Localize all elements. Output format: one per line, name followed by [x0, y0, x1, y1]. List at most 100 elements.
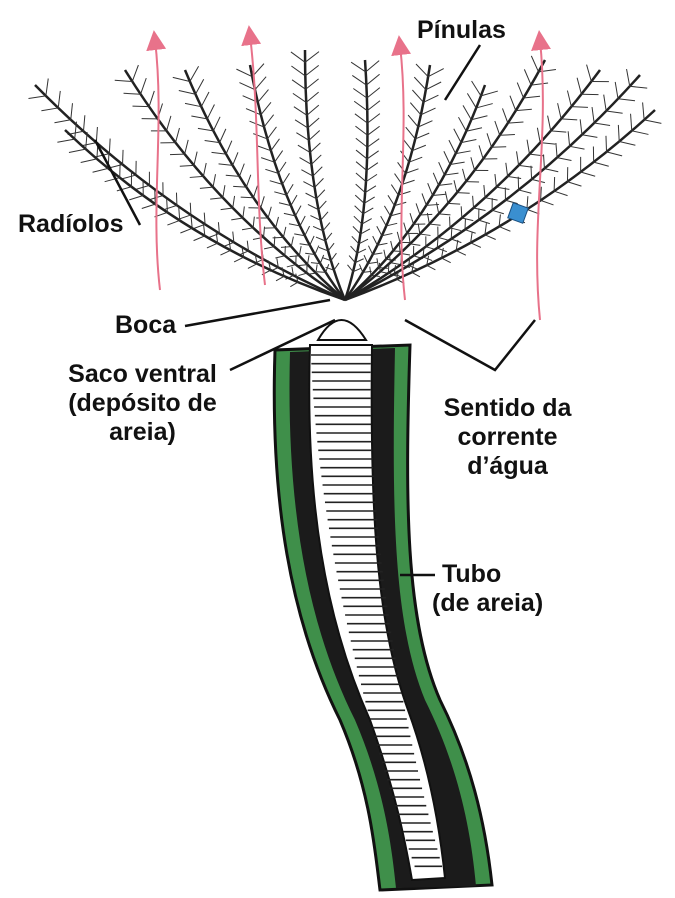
- pinnule: [470, 231, 473, 243]
- pinnule: [276, 258, 279, 268]
- pinnule: [421, 193, 427, 206]
- pinnule: [420, 213, 433, 216]
- pinnule: [304, 225, 311, 236]
- pinnule: [486, 133, 493, 148]
- label-line: d’água: [467, 452, 548, 480]
- pinnule: [231, 217, 243, 221]
- pinnule: [352, 75, 367, 86]
- pinnule: [367, 261, 378, 265]
- pinnule: [415, 203, 421, 216]
- pinnule: [642, 102, 645, 120]
- pinnule: [547, 115, 552, 131]
- pinnule: [290, 236, 294, 247]
- pinnule: [242, 206, 245, 219]
- pinnule: [263, 114, 275, 128]
- pinnule: [372, 235, 378, 246]
- pinnule: [366, 100, 381, 112]
- pinnule: [166, 115, 172, 132]
- pinnule: [218, 163, 233, 166]
- pinnule: [466, 93, 477, 109]
- pinnule: [484, 223, 487, 235]
- pinnule: [367, 113, 381, 124]
- pinnule: [311, 154, 322, 165]
- pinnule: [203, 212, 206, 225]
- pinnule: [264, 246, 275, 250]
- pinnule: [315, 264, 318, 274]
- pinnule: [372, 252, 383, 256]
- pinnule: [644, 119, 662, 124]
- pinnule: [236, 68, 253, 78]
- label-saco-ventral: Saco ventral (depósito de areia): [50, 360, 235, 447]
- pinnule: [437, 247, 448, 253]
- pinnule: [409, 102, 422, 116]
- label-line: Saco ventral: [68, 360, 217, 388]
- pinnule: [322, 257, 332, 262]
- pinnule: [362, 207, 374, 215]
- pinnule: [228, 239, 232, 251]
- pinnule: [365, 60, 380, 73]
- pinnule: [363, 196, 375, 204]
- pinnule: [281, 173, 290, 185]
- pinnule: [278, 202, 291, 207]
- pinnule: [516, 82, 524, 99]
- pinnule: [456, 192, 470, 194]
- pinnule: [294, 233, 305, 237]
- pinnule: [429, 223, 441, 226]
- pinnule: [398, 190, 411, 196]
- pinnule: [232, 195, 236, 209]
- label-radiolos: Radíolos: [18, 210, 124, 238]
- pinnule: [305, 192, 317, 200]
- pinnule: [318, 246, 329, 252]
- pinnule: [291, 266, 294, 276]
- pinnule: [366, 73, 380, 86]
- pinnule: [448, 139, 457, 154]
- pinnule: [591, 107, 595, 124]
- pinnule: [356, 248, 367, 254]
- pinnule: [484, 197, 498, 201]
- pinnule: [212, 174, 216, 188]
- pinnule: [473, 207, 486, 211]
- pinnule: [350, 61, 367, 73]
- label-leader-lines: [93, 44, 536, 577]
- pinnule: [455, 150, 471, 155]
- pinnule: [415, 63, 429, 78]
- pinnule: [426, 264, 436, 271]
- radiole: [344, 64, 609, 302]
- pinnule: [462, 105, 472, 120]
- pinnule: [180, 227, 193, 234]
- pinnule: [538, 68, 557, 73]
- pinnule: [193, 151, 198, 166]
- pinnule: [325, 232, 333, 242]
- pinnule: [318, 200, 327, 210]
- radiole-axis: [344, 69, 602, 302]
- radiole-axis: [248, 64, 346, 301]
- pinnule: [301, 169, 314, 177]
- pinnule: [246, 240, 249, 252]
- pinnule: [92, 167, 109, 173]
- pinnule: [458, 116, 467, 132]
- pinnule: [295, 273, 299, 283]
- pinnule: [233, 256, 244, 263]
- pinnule: [453, 128, 462, 143]
- pinnule: [257, 89, 269, 103]
- pinnule: [267, 206, 272, 219]
- pinnule: [367, 125, 380, 136]
- pinnule: [491, 209, 504, 215]
- pinnule: [238, 163, 245, 177]
- pinnule: [310, 262, 321, 265]
- pinnule: [197, 127, 214, 132]
- pinnule: [355, 137, 368, 148]
- pinnule: [277, 161, 287, 174]
- pinnule: [305, 78, 319, 90]
- pinnule: [408, 233, 411, 244]
- pinnule: [245, 174, 252, 188]
- pinnule: [175, 127, 180, 143]
- pinnule: [360, 228, 371, 235]
- pinnule: [441, 247, 444, 259]
- pinnule: [225, 140, 233, 155]
- pinnule: [617, 98, 636, 102]
- pinnule: [272, 236, 284, 239]
- pinnule: [132, 105, 150, 108]
- pinnule: [252, 185, 258, 198]
- pinnule: [355, 172, 367, 182]
